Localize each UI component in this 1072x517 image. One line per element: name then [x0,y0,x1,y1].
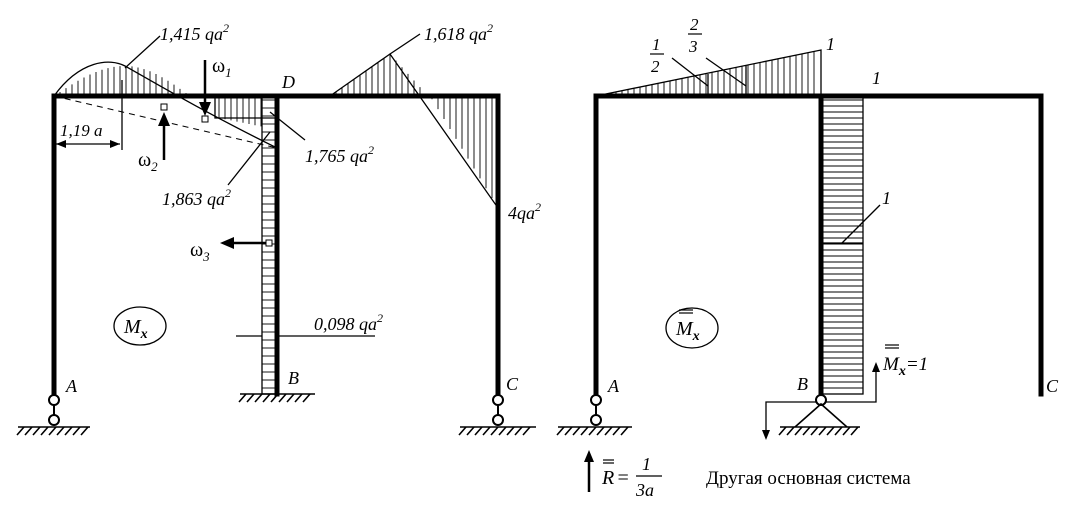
mx-diagram-label: Mx [123,316,148,342]
svg-text:2: 2 [690,15,699,34]
right-frame: 1 2 2 3 1 1 1 A B C Mx Mx=1 R= 1 3 [556,15,1059,500]
value-right-corner: 4qa2 [508,200,541,223]
leader-max-span [124,35,161,69]
value-max-span: 1,415 qa2 [160,21,229,44]
leader-half [671,57,709,87]
reaction-fraction: 1 3a [635,454,662,500]
value-left-of-d: 1,863 qa2 [162,186,231,209]
value-top-right: 1,618 qa2 [424,21,493,44]
leader-column-value [841,204,881,244]
omega-1-arrow: ω1 [199,55,232,123]
support-a-right [556,394,632,436]
label-one-end: 1 [826,34,835,54]
node-b-label: B [288,368,299,388]
caption-other-base-system: Другая основная система [706,468,911,489]
leader-left-of-d [227,131,271,186]
column-b-unit-moment-band [820,95,864,395]
svg-text:ω2: ω2 [138,149,158,174]
value-under-d: 1,765 qa2 [305,143,374,166]
omega-3-arrow: ω3 [190,237,273,264]
svg-text:2: 2 [651,57,660,76]
node-b-right-label: B [797,374,808,394]
label-one-node: 1 [872,68,881,88]
label-column-value: 1 [882,188,891,208]
moment-arrow-right [826,368,877,403]
svg-text:ω1: ω1 [212,55,232,80]
left-span-moment-curve [53,61,278,149]
right-span-moment-polygon [329,53,499,211]
support-a [16,394,90,436]
left-moment-hatching [59,54,493,389]
leader-twothirds [705,57,747,87]
support-b-pin [778,394,860,436]
left-frame: 1,19 a ω1 ω2 ω3 1,415 qa2 1, [16,21,541,436]
svg-text:1: 1 [642,454,651,474]
left-middle-moment-line [214,96,277,119]
svg-text:1: 1 [652,35,661,54]
leader-under-d [269,111,306,141]
right-moment-hatching [603,51,863,389]
dimension-1-19a: 1,19 a [56,80,123,150]
label-twothirds: 2 3 [688,15,702,56]
reaction-arrowhead [584,450,594,462]
node-c-right-label: C [1046,376,1059,396]
svg-text:3a: 3a [635,480,654,500]
leader-top-right [389,33,421,55]
node-d-label: D [281,72,295,92]
moment-arrowhead-left [762,430,770,440]
mx-diagram-circle [113,306,167,346]
value-column-b: 0,098 qa2 [314,311,383,334]
support-b [238,393,315,403]
unit-mx-diagram-label: Mx [675,318,700,344]
node-a-label: A [65,376,78,396]
unit-mx-diagram-circle [665,307,719,349]
svg-text:ω3: ω3 [190,239,210,264]
node-a-right-label: A [607,376,620,396]
omega-2-arrow: ω2 [138,103,170,174]
moment-arrowhead-right [872,362,880,372]
node-c-label: C [506,374,519,394]
svg-text:3: 3 [688,37,698,56]
dimension-label: 1,19 a [60,121,103,140]
reaction-label: R= [601,467,630,489]
label-half: 1 2 [650,35,664,76]
moment-label: Mx=1 [882,354,928,379]
moment-arrow-left [765,401,816,436]
support-c [458,394,536,436]
